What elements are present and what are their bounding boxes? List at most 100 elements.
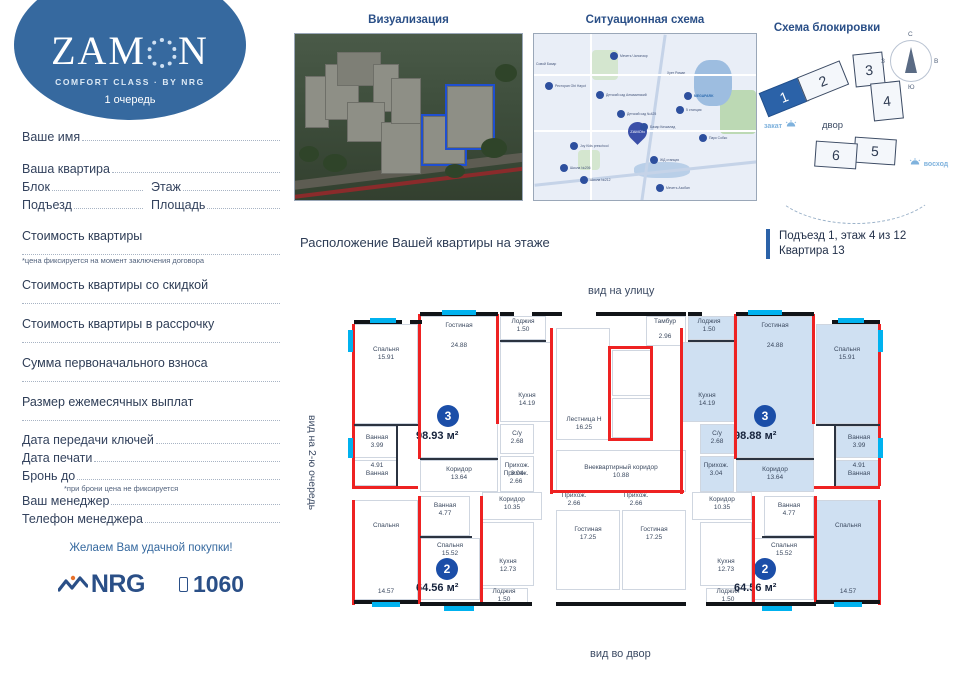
sunset-marker: закат	[758, 120, 804, 130]
room-lb-kitchen	[482, 522, 534, 586]
map-poi[interactable]: Базар Кичкалад	[640, 123, 675, 131]
map-poi[interactable]: Школа №212	[580, 176, 611, 184]
room-lb-corridor	[482, 492, 542, 520]
map-poi[interactable]: Ресторан Obi Hayot	[545, 82, 586, 90]
field-keys-date[interactable]: Дата передачи ключей	[22, 433, 280, 447]
field-floor-input[interactable]	[182, 190, 280, 191]
room-rb-kitchen	[700, 522, 752, 586]
map-poi[interactable]: Хует Роман	[667, 71, 685, 75]
field-block-input[interactable]	[51, 190, 143, 191]
room-rt-livingroom	[736, 316, 814, 458]
room-rb-bedroom2	[816, 500, 880, 600]
field-entrance[interactable]: Подъезд	[22, 198, 151, 212]
wall-segment	[480, 496, 483, 604]
field-price: Стоимость квартиры *цена фиксируется на …	[22, 229, 280, 265]
poi-label: Мечеть Азобан	[666, 186, 690, 190]
nrg-logo-text: NRG	[90, 570, 146, 598]
wall-segment	[834, 426, 836, 486]
map-poi[interactable]: Мечеть Азобан	[656, 184, 690, 192]
field-print-date[interactable]: Дата печати	[22, 451, 280, 465]
situational-map: ZAMON Мечеть Чилонзор Ресторан Obi Hayot…	[533, 33, 757, 201]
phone-icon	[178, 577, 188, 592]
field-area[interactable]: Площадь	[151, 198, 280, 212]
apartment-rooms-right-bottom: 2	[761, 562, 769, 576]
field-entrance-input[interactable]	[73, 208, 143, 209]
field-apartment[interactable]: Ваша квартира	[22, 162, 280, 176]
map-poi[interactable]: Joy Kids preschool	[570, 142, 608, 150]
field-price-discount-input[interactable]	[22, 303, 280, 304]
poi-marker-icon	[640, 123, 648, 131]
apartment-info-badge: Подъезд 1, этаж 4 из 12 Квартира 13	[766, 229, 906, 259]
block-2-label: 2	[816, 72, 830, 90]
poi-marker-icon	[545, 82, 553, 90]
room-rb-corridor	[692, 492, 752, 520]
room-left-wc2	[500, 424, 534, 454]
room-rt-loggia	[688, 316, 734, 340]
panel-title-block-scheme: Схема блокировки	[773, 22, 881, 34]
map-poi[interactable]: Совой Базар	[536, 62, 556, 66]
map-poi[interactable]: 5 станция	[676, 106, 701, 114]
field-area-input[interactable]	[207, 208, 280, 209]
poi-marker-icon	[570, 142, 578, 150]
block-4[interactable]: 4	[870, 80, 904, 122]
map-poi[interactable]: Школа №206	[560, 164, 591, 172]
field-monthly-payment-input[interactable]	[22, 420, 280, 421]
map-poi[interactable]: Детский сад Алмазинский	[596, 91, 647, 99]
field-manager-input[interactable]	[111, 504, 280, 505]
field-booking-input[interactable]	[77, 479, 280, 480]
field-row-entrance-area: Подъезд Площадь	[22, 198, 280, 216]
room-left-loggia	[500, 316, 546, 340]
field-block[interactable]: Блок	[22, 180, 151, 194]
field-manager[interactable]: Ваш менеджер	[22, 494, 280, 508]
field-price-input[interactable]	[22, 254, 280, 255]
block-2[interactable]: 2	[796, 60, 850, 102]
field-keys-date-input[interactable]	[155, 443, 280, 444]
sunset-icon	[785, 120, 797, 127]
field-down-payment-input[interactable]	[22, 381, 280, 382]
wall-segment	[552, 490, 684, 493]
field-apartment-input[interactable]	[111, 172, 280, 173]
field-booking[interactable]: Бронь до	[22, 469, 280, 483]
room-rt-hallway	[700, 456, 734, 492]
wall-segment	[736, 458, 814, 460]
map-poi[interactable]: ЖД станция	[650, 156, 679, 164]
map-poi[interactable]: Мечеть Чилонзор	[610, 52, 648, 60]
sunrise-label: восход	[923, 161, 949, 168]
poi-label: Школа №206	[570, 166, 591, 170]
field-manager-phone-input[interactable]	[144, 522, 280, 523]
map-poi[interactable]: Детский сад №425	[617, 110, 656, 118]
wall-segment	[410, 320, 422, 324]
view-stage2-label: вид на 2-ю очередь	[306, 415, 318, 511]
order-form: Ваше имя Ваша квартира Блок Этаж Подъезд	[22, 130, 280, 599]
sunrise-icon	[909, 158, 920, 165]
room-label-rt-hallway: Прихож.3.04	[703, 462, 729, 478]
window-marker	[348, 330, 353, 352]
window-marker	[748, 310, 782, 315]
compass-needle-icon	[905, 47, 917, 73]
field-floor[interactable]: Этаж	[151, 180, 280, 194]
phone-number: 1060	[192, 571, 245, 597]
phone-block[interactable]: 1060	[178, 571, 245, 598]
poi-label: ЖД станция	[660, 158, 680, 162]
map-poi[interactable]: Парк Собко	[699, 134, 727, 142]
room-label-center-hall-left: Прихож.2.66	[561, 492, 587, 508]
block-3-label: 3	[864, 61, 874, 78]
poi-label: Базар Кичкалад	[650, 125, 676, 129]
map-poi[interactable]: MEGAPARK	[684, 92, 714, 100]
wall-segment	[650, 348, 653, 440]
field-name-input[interactable]	[82, 140, 280, 141]
wall-segment	[550, 328, 553, 494]
logo-wordmark: ZAM N	[51, 31, 209, 71]
field-price-installment-input[interactable]	[22, 342, 280, 343]
room-rt-bath2	[836, 460, 880, 486]
field-print-date-input[interactable]	[94, 461, 280, 462]
field-manager-phone[interactable]: Телефон менеджера	[22, 512, 280, 526]
apartment-area-right-top: 98.88 м²	[734, 430, 777, 442]
field-name[interactable]: Ваше имя	[22, 130, 280, 144]
field-down-payment: Сумма первоначального взноса	[22, 356, 280, 382]
